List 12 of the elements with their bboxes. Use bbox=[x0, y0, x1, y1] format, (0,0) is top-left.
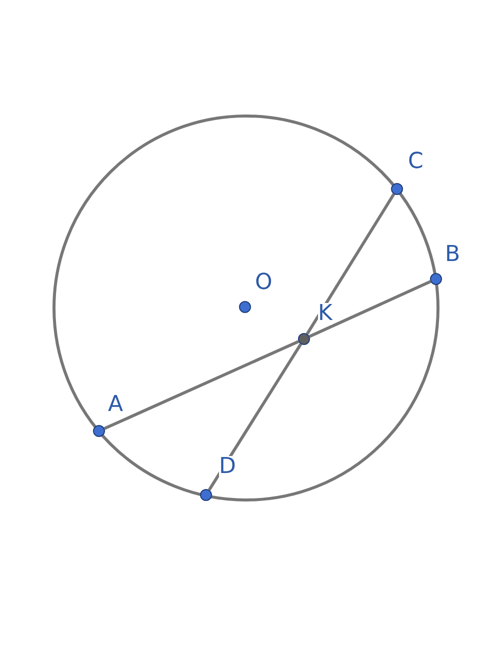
chord-segment bbox=[306, 193, 396, 335]
chord-segment bbox=[208, 343, 302, 491]
chord-segment bbox=[104, 340, 300, 430]
point-marker bbox=[430, 273, 442, 285]
point-label: D bbox=[219, 456, 236, 478]
point-marker bbox=[298, 333, 310, 345]
point-marker bbox=[200, 489, 212, 501]
point-marker bbox=[93, 425, 105, 437]
point-marker bbox=[391, 183, 403, 195]
point-label: K bbox=[318, 303, 332, 325]
chord-segment bbox=[308, 280, 432, 338]
point-marker bbox=[239, 301, 251, 313]
